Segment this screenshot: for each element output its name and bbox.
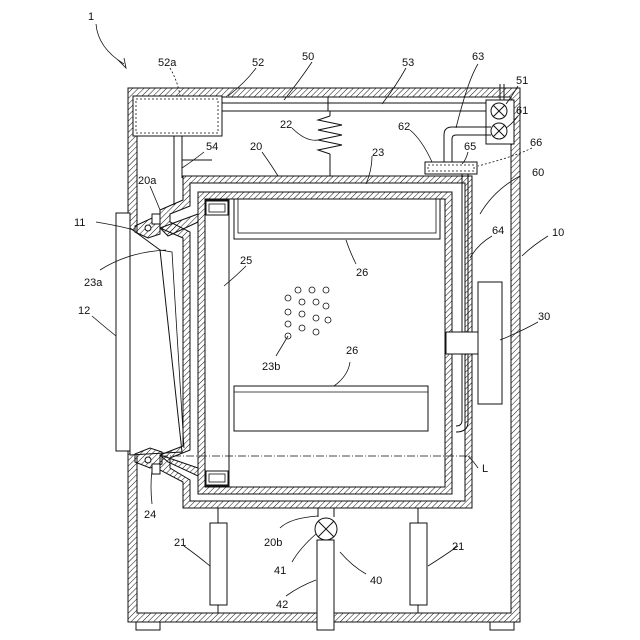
label-20: 20 [250, 141, 262, 153]
lifter-top [234, 199, 440, 239]
label-21-right: 21 [452, 541, 464, 553]
label-53: 53 [402, 57, 414, 69]
door [116, 213, 184, 455]
label-12: 12 [78, 305, 90, 317]
label-23: 23 [372, 147, 384, 159]
label-51: 51 [516, 75, 528, 87]
label-62: 62 [398, 121, 410, 133]
detergent-box [133, 96, 222, 136]
spray-pipe [425, 127, 491, 174]
label-40: 40 [370, 575, 382, 587]
label-20a: 20a [138, 175, 157, 187]
label-63: 63 [472, 51, 484, 63]
damper-left [210, 508, 227, 613]
drain-system [315, 508, 337, 630]
label-23b: 23b [262, 361, 280, 373]
lifter-bottom [234, 386, 428, 431]
label-10: 10 [552, 227, 564, 239]
label-11: 11 [74, 217, 85, 229]
label-54: 54 [206, 141, 218, 153]
label-26-top: 26 [356, 267, 368, 279]
label-50: 50 [302, 51, 314, 63]
label-60: 60 [532, 167, 544, 179]
label-30: 30 [538, 311, 550, 323]
label-L: L [482, 463, 488, 475]
label-52: 52 [252, 57, 264, 69]
balancer [205, 200, 229, 486]
label-52a: 52a [158, 57, 177, 69]
label-65: 65 [464, 141, 476, 153]
suspension-spring [318, 111, 342, 176]
drum-holes [285, 287, 331, 339]
label-42: 42 [276, 599, 288, 611]
label-41: 41 [274, 565, 286, 577]
motor [446, 282, 502, 404]
label-25: 25 [240, 255, 252, 267]
label-20b: 20b [264, 537, 282, 549]
label-26-bottom: 26 [346, 345, 358, 357]
damper-right [410, 508, 427, 613]
label-23a: 23a [84, 277, 103, 289]
label-66: 66 [530, 137, 542, 149]
label-22: 22 [280, 119, 292, 131]
label-24: 24 [144, 509, 156, 521]
label-1: 1 [88, 11, 94, 23]
label-61: 61 [516, 105, 528, 117]
label-21-left: 21 [174, 537, 186, 549]
label-64: 64 [492, 225, 504, 237]
